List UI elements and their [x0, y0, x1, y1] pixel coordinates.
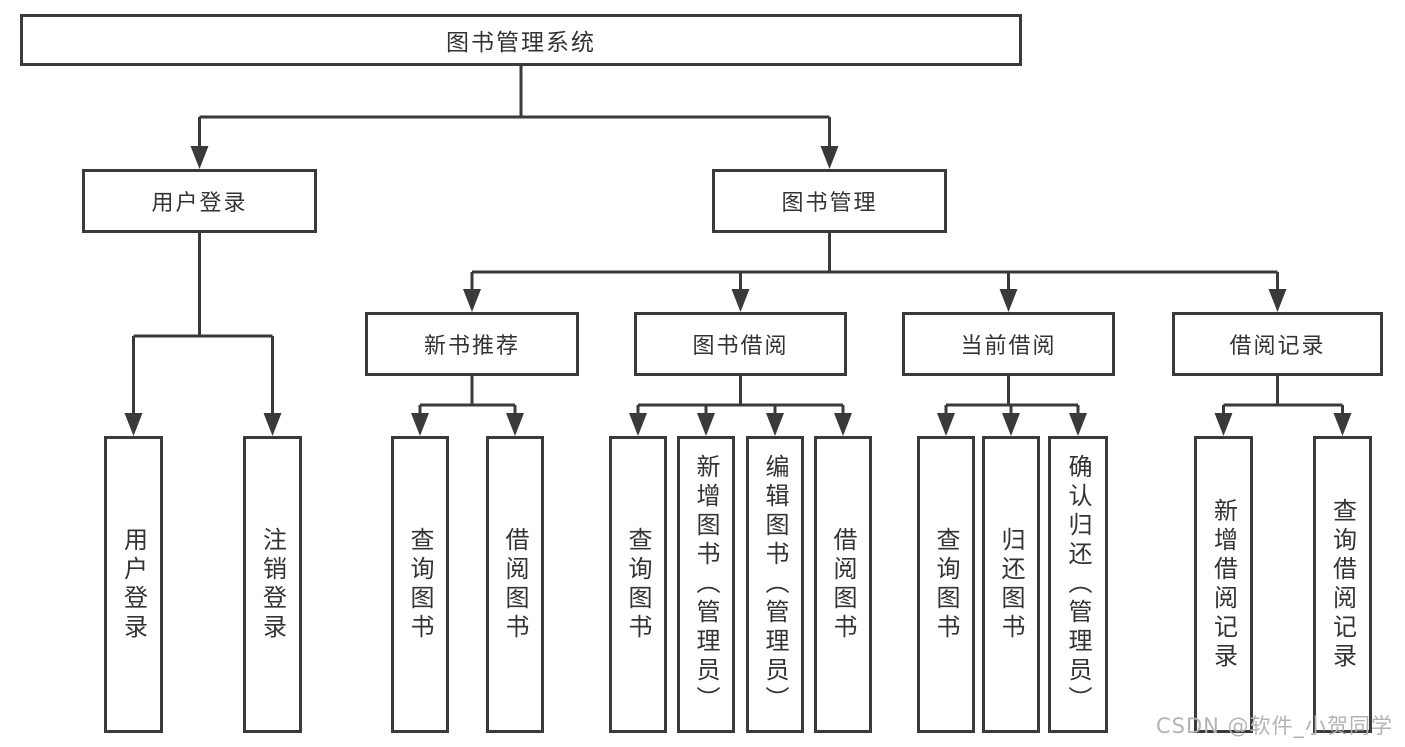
leaf-nb-borrow-books-label: 借阅图书 — [501, 526, 529, 643]
arrowhead — [697, 413, 715, 436]
leaf-nb-borrow-books: 借阅图书 — [486, 436, 544, 733]
connector-borrow-records-to-leaves — [1222, 376, 1344, 417]
node-user-login-label: 用户登录 — [151, 191, 248, 216]
connector-root-to-level1 — [198, 66, 831, 150]
leaf-br-query-record-label: 查询借阅记录 — [1328, 497, 1357, 672]
connector-new-book-to-leaves — [418, 376, 517, 417]
connector-book-management-to-level2 — [470, 233, 1279, 293]
leaf-bb-edit-books: 编辑图书（管理员） — [746, 436, 804, 733]
leaf-bb-query-books: 查询图书 — [609, 436, 667, 733]
node-book-borrowing: 图书借阅 — [634, 312, 847, 376]
node-book-borrowing-label: 图书借阅 — [692, 334, 789, 359]
arrowhead — [1268, 289, 1287, 312]
leaf-cb-return-books: 归还图书 — [982, 436, 1040, 733]
arrowhead — [506, 413, 524, 436]
arrowhead — [629, 413, 647, 436]
arrowhead — [937, 413, 955, 436]
leaf-bb-borrow-books: 借阅图书 — [814, 436, 872, 733]
leaf-logout: 注销登录 — [243, 436, 302, 733]
arrowhead — [263, 413, 282, 436]
leaf-cb-return-books-label: 归还图书 — [997, 526, 1025, 643]
arrowhead — [463, 289, 481, 312]
connector-user-login-to-leaves — [132, 233, 274, 417]
leaf-br-add-record: 新增借阅记录 — [1194, 436, 1253, 733]
arrowhead — [1333, 413, 1352, 436]
leaf-cb-query-books: 查询图书 — [917, 436, 975, 733]
leaf-bb-borrow-books-label: 借阅图书 — [829, 526, 857, 643]
leaf-user-login-label: 用户登录 — [119, 526, 148, 643]
csdn-watermark: CSDN @软件_小贺同学 — [1156, 714, 1394, 738]
node-borrowing-records: 借阅记录 — [1172, 312, 1383, 376]
leaf-bb-edit-books-label: 编辑图书（管理员） — [761, 454, 789, 715]
arrowhead — [1069, 413, 1087, 436]
arrowhead — [999, 289, 1018, 312]
node-root: 图书管理系统 — [20, 14, 1022, 66]
connector-book-borrowing-to-leaves — [636, 376, 845, 417]
arrowhead — [124, 413, 143, 436]
node-new-book-recommend-label: 新书推荐 — [423, 334, 520, 359]
connector-current-borrowing-to-leaves — [944, 376, 1080, 417]
arrowhead — [1214, 413, 1233, 436]
node-user-login: 用户登录 — [82, 169, 317, 233]
leaf-cb-confirm-return-label: 确认归还（管理员） — [1064, 454, 1092, 715]
arrowhead — [820, 146, 839, 169]
arrowhead — [766, 413, 784, 436]
arrowhead — [411, 413, 429, 436]
node-borrowing-records-label: 借阅记录 — [1229, 334, 1326, 359]
arrowhead — [731, 289, 750, 312]
leaf-bb-add-books: 新增图书（管理员） — [677, 436, 735, 733]
arrowhead — [834, 413, 852, 436]
arrowhead — [1002, 413, 1020, 436]
node-new-book-recommend: 新书推荐 — [365, 312, 579, 376]
node-book-management: 图书管理 — [712, 169, 947, 233]
arrowheads — [124, 146, 1352, 436]
node-current-borrowing-label: 当前借阅 — [960, 334, 1057, 359]
leaf-bb-query-books-label: 查询图书 — [624, 526, 652, 643]
leaf-nb-query-books-label: 查询图书 — [406, 526, 434, 643]
leaf-user-login: 用户登录 — [104, 436, 163, 733]
node-book-management-label: 图书管理 — [781, 191, 878, 216]
leaf-br-query-record: 查询借阅记录 — [1313, 436, 1372, 733]
leaf-logout-label: 注销登录 — [258, 526, 287, 643]
leaf-br-add-record-label: 新增借阅记录 — [1209, 497, 1238, 672]
leaf-cb-query-books-label: 查询图书 — [932, 526, 960, 643]
leaf-cb-confirm-return: 确认归还（管理员） — [1048, 436, 1108, 733]
leaf-nb-query-books: 查询图书 — [391, 436, 449, 733]
node-current-borrowing: 当前借阅 — [902, 312, 1115, 376]
leaf-bb-add-books-label: 新增图书（管理员） — [692, 454, 720, 715]
arrowhead — [190, 146, 209, 169]
node-root-label: 图书管理系统 — [446, 30, 596, 56]
